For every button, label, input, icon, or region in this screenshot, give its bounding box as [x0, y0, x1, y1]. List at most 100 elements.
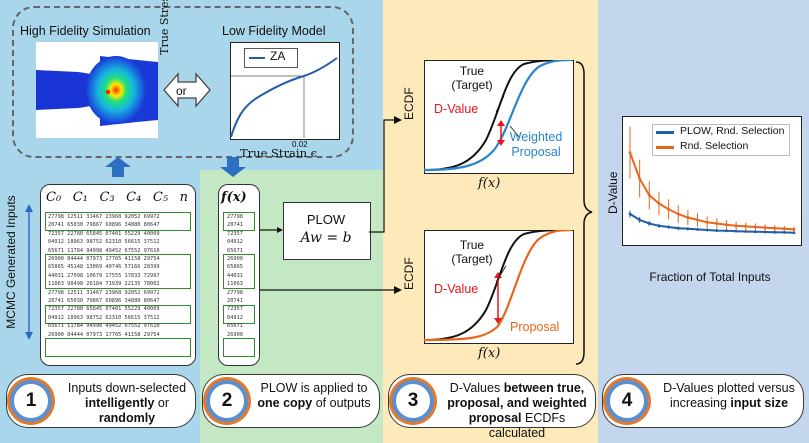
output-table-header: f(x) — [221, 190, 247, 205]
or-double-arrow — [163, 72, 211, 108]
selected-row-box-4 — [45, 338, 191, 357]
point-plow-1 — [638, 218, 642, 222]
ecdf-xlabel-1: f(x) — [478, 176, 501, 191]
point-random-11 — [734, 224, 738, 228]
point-random-14 — [763, 226, 767, 230]
series-line-random — [629, 152, 795, 231]
step-2-box: PLOW is applied to one copy of outputs — [202, 374, 380, 428]
dvalue-chart-legend — [652, 124, 790, 156]
down-arrow-to-outputs — [220, 157, 246, 177]
point-random-15 — [773, 226, 777, 230]
point-random-1 — [638, 177, 642, 181]
point-plow-13 — [754, 230, 757, 234]
weighted-proposal-label: Weighted Proposal — [509, 130, 563, 159]
point-random-13 — [754, 225, 757, 229]
point-random-0 — [628, 151, 632, 155]
step-2-text: PLOW is applied to one copy of outputs — [257, 381, 371, 410]
connector-arrows — [260, 116, 402, 294]
high-fidelity-title: High Fidelity Simulation — [20, 24, 151, 38]
point-plow-3 — [657, 224, 661, 228]
legend-label-random: Rnd. Selection — [680, 140, 749, 152]
output-table — [218, 184, 260, 366]
point-plow-15 — [773, 230, 777, 234]
step-4-number: 4 — [606, 380, 648, 422]
point-plow-6 — [686, 227, 690, 231]
header-n: n — [179, 190, 188, 205]
point-plow-12 — [744, 230, 748, 233]
point-plow-4 — [667, 225, 670, 229]
step-3-number: 3 — [392, 380, 434, 422]
point-random-17 — [792, 227, 796, 231]
point-random-12 — [744, 225, 748, 228]
plot-legend — [244, 48, 298, 68]
series-line-plow — [629, 213, 795, 234]
step-1-number: 1 — [10, 380, 52, 422]
point-random-6 — [686, 216, 690, 219]
point-random-16 — [782, 227, 786, 231]
legend-label-plow: PLOW, Rnd. Selection — [680, 125, 785, 137]
point-plow-11 — [734, 229, 738, 233]
ecdf-ylabel-1: ECDF — [402, 87, 416, 120]
dvalue-chart-xlabel: Fraction of Total Inputs — [649, 270, 771, 284]
legend-swatch-random — [656, 146, 674, 149]
proposal-label: Proposal — [510, 320, 560, 334]
header-c1: C₁ — [72, 190, 88, 205]
output-table-values: 27798 20741 72357 04912 65671 26900 6586… — [227, 214, 243, 338]
target-label-1: True (Target) — [451, 64, 493, 92]
selected-row-box-1 — [45, 212, 191, 231]
point-random-10 — [725, 223, 728, 227]
ecdf-ylabel-2: ECDF — [402, 257, 416, 290]
selected-row-box-3 — [45, 305, 191, 324]
target-label-2: True (Target) — [451, 238, 493, 266]
point-plow-8 — [705, 228, 709, 232]
legend-label-za: ZA — [270, 49, 286, 63]
ecdf-curves-weighted — [424, 60, 572, 172]
simulation-image — [36, 42, 158, 138]
curly-brace — [575, 61, 593, 365]
y-axis-label: True Stress σ — [158, 0, 171, 55]
header-c5: C₅ — [152, 190, 169, 205]
dvalue-chart-ylabel: D-Value — [606, 171, 620, 214]
x-axis-label: True Strain ϵ — [240, 146, 318, 160]
plow-equation: Aw = b — [300, 230, 352, 246]
point-random-8 — [705, 220, 709, 224]
header-c3: C₃ — [99, 190, 115, 205]
point-plow-10 — [725, 229, 728, 233]
point-plow-7 — [696, 227, 699, 231]
point-plow-0 — [628, 212, 632, 216]
ecdf-curves-proposal — [424, 230, 572, 342]
header-c0: C₀ — [46, 190, 62, 205]
output-row-box-2 — [223, 254, 255, 289]
point-plow-9 — [715, 229, 719, 232]
input-table — [40, 184, 196, 366]
x-tick-label: 0.02 — [292, 140, 308, 149]
low-fidelity-title: Low Fidelity Model — [222, 24, 326, 38]
legend-line-za — [249, 57, 265, 59]
dvalue-label-2: D-Value — [434, 282, 479, 296]
point-plow-16 — [782, 231, 786, 234]
or-label: or — [176, 84, 187, 98]
input-table-values: 27798 12511 31467 23968 92052 69972 2074… — [48, 214, 160, 338]
ecdf-xlabel-2: f(x) — [478, 346, 501, 361]
output-row-box-1 — [223, 212, 255, 231]
point-plow-2 — [647, 222, 651, 225]
dvalue-chart — [628, 126, 796, 235]
step-1-text: Inputs down-selected intelligently or ra… — [67, 381, 187, 425]
ecdf-plot-weighted — [424, 60, 574, 174]
point-random-3 — [657, 202, 661, 205]
model-dashed-box — [12, 6, 354, 158]
point-plow-5 — [676, 226, 680, 230]
point-random-7 — [696, 218, 699, 222]
point-random-5 — [676, 212, 680, 216]
dvalue-label-1: D-Value — [434, 102, 479, 116]
step-3-text: D-Values between true, proposal, and wei… — [447, 381, 587, 440]
step-4-text: D-Values plotted versus increasing input… — [663, 381, 795, 410]
point-random-9 — [715, 222, 719, 225]
up-arrow-to-models — [105, 157, 131, 177]
point-random-4 — [667, 207, 670, 211]
plow-label: PLOW — [306, 212, 346, 227]
point-plow-17 — [792, 231, 796, 235]
output-row-box-4 — [223, 338, 255, 357]
output-row-box-3 — [223, 305, 255, 324]
